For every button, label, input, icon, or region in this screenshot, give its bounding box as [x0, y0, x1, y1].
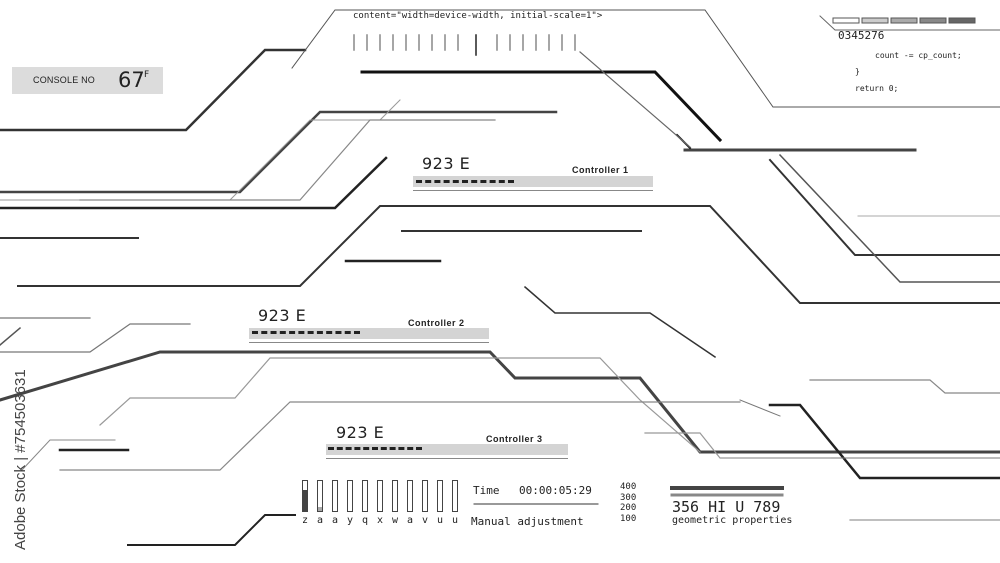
stock-watermark: Adobe Stock | #754503631 [12, 369, 29, 550]
controller-bar [249, 328, 489, 339]
console-label: CONSOLE NO [33, 75, 96, 85]
circuit-line [21, 439, 116, 471]
level-letter: v [421, 515, 429, 526]
circuit-line [0, 156, 388, 210]
circuit-line [79, 119, 496, 201]
circuit-line [59, 401, 741, 471]
controller-value: 923 E [422, 154, 471, 173]
level-bar [347, 480, 353, 512]
time-value: 00:00:05:29 [519, 484, 592, 497]
geometric-value: 356 HI U 789 [672, 498, 781, 516]
console-unit: F [144, 70, 150, 80]
circuit-line [739, 399, 781, 417]
circuit-line [0, 326, 22, 346]
level-bar [392, 480, 398, 512]
level-letter: a [406, 515, 414, 526]
circuit-line [0, 110, 558, 194]
divider [413, 190, 653, 191]
scale-value: 200 [620, 503, 637, 513]
scale-value: 400 [620, 482, 637, 492]
dashed-indicator [416, 180, 514, 183]
level-letter: q [361, 515, 369, 526]
segment [861, 17, 889, 24]
console-value: 67 [118, 68, 145, 92]
level-bar [302, 480, 308, 512]
dashed-indicator [252, 331, 360, 334]
circuit-line [644, 432, 831, 459]
circuit-line [768, 158, 1000, 256]
level-letter: a [331, 515, 339, 526]
level-letter: u [451, 515, 459, 526]
level-bar [452, 480, 458, 512]
circuit-line [99, 357, 701, 453]
segment [948, 17, 976, 24]
divider [249, 342, 489, 343]
circuit-line [819, 15, 1000, 31]
level-bar [377, 480, 383, 512]
circuit-line [768, 403, 1000, 480]
circuit-line [0, 48, 307, 132]
manual-adjustment-label: Manual adjustment [471, 515, 584, 528]
segment [919, 17, 947, 24]
circuit-line [360, 70, 723, 143]
segment [832, 17, 860, 24]
scale-value: 100 [620, 514, 637, 524]
circuit-line [809, 379, 1000, 394]
console-panel [12, 67, 163, 94]
level-bar [332, 480, 338, 512]
level-letter: x [376, 515, 384, 526]
controller-label: Controller 2 [408, 318, 465, 328]
level-letter: w [391, 515, 399, 526]
segment [890, 17, 918, 24]
circuit-line [127, 514, 296, 546]
controller-value: 923 E [258, 306, 307, 325]
level-bar [317, 480, 323, 512]
dashed-indicator [328, 447, 422, 450]
level-bar [362, 480, 368, 512]
controller-value: 923 E [336, 423, 385, 442]
level-letter: y [346, 515, 354, 526]
circuit-line [291, 9, 1000, 108]
circuit-line [579, 51, 691, 148]
level-bar [437, 480, 443, 512]
level-letter: u [436, 515, 444, 526]
controller-label: Controller 3 [486, 434, 543, 444]
code-line: } [855, 67, 860, 76]
level-letter: a [316, 515, 324, 526]
scale-value: 300 [620, 493, 637, 503]
code-line: return 0; [855, 84, 899, 93]
level-bar [422, 480, 428, 512]
meta-text: content="width=device-width, initial-sca… [353, 11, 603, 21]
circuit-line [0, 323, 191, 353]
controller-label: Controller 1 [572, 165, 629, 175]
controller-bar [413, 176, 653, 187]
geometric-label: geometric properties [672, 515, 793, 526]
level-letter: z [301, 515, 309, 526]
circuit-line [778, 153, 1000, 283]
circuit-line [17, 205, 1000, 304]
level-bar [407, 480, 413, 512]
controller-bar [326, 444, 568, 455]
code-line: count -= cp_count; [875, 51, 962, 60]
code-number: 0345276 [838, 29, 885, 42]
divider [326, 458, 568, 459]
circuit-line [523, 285, 717, 359]
time-label: Time [473, 484, 500, 497]
